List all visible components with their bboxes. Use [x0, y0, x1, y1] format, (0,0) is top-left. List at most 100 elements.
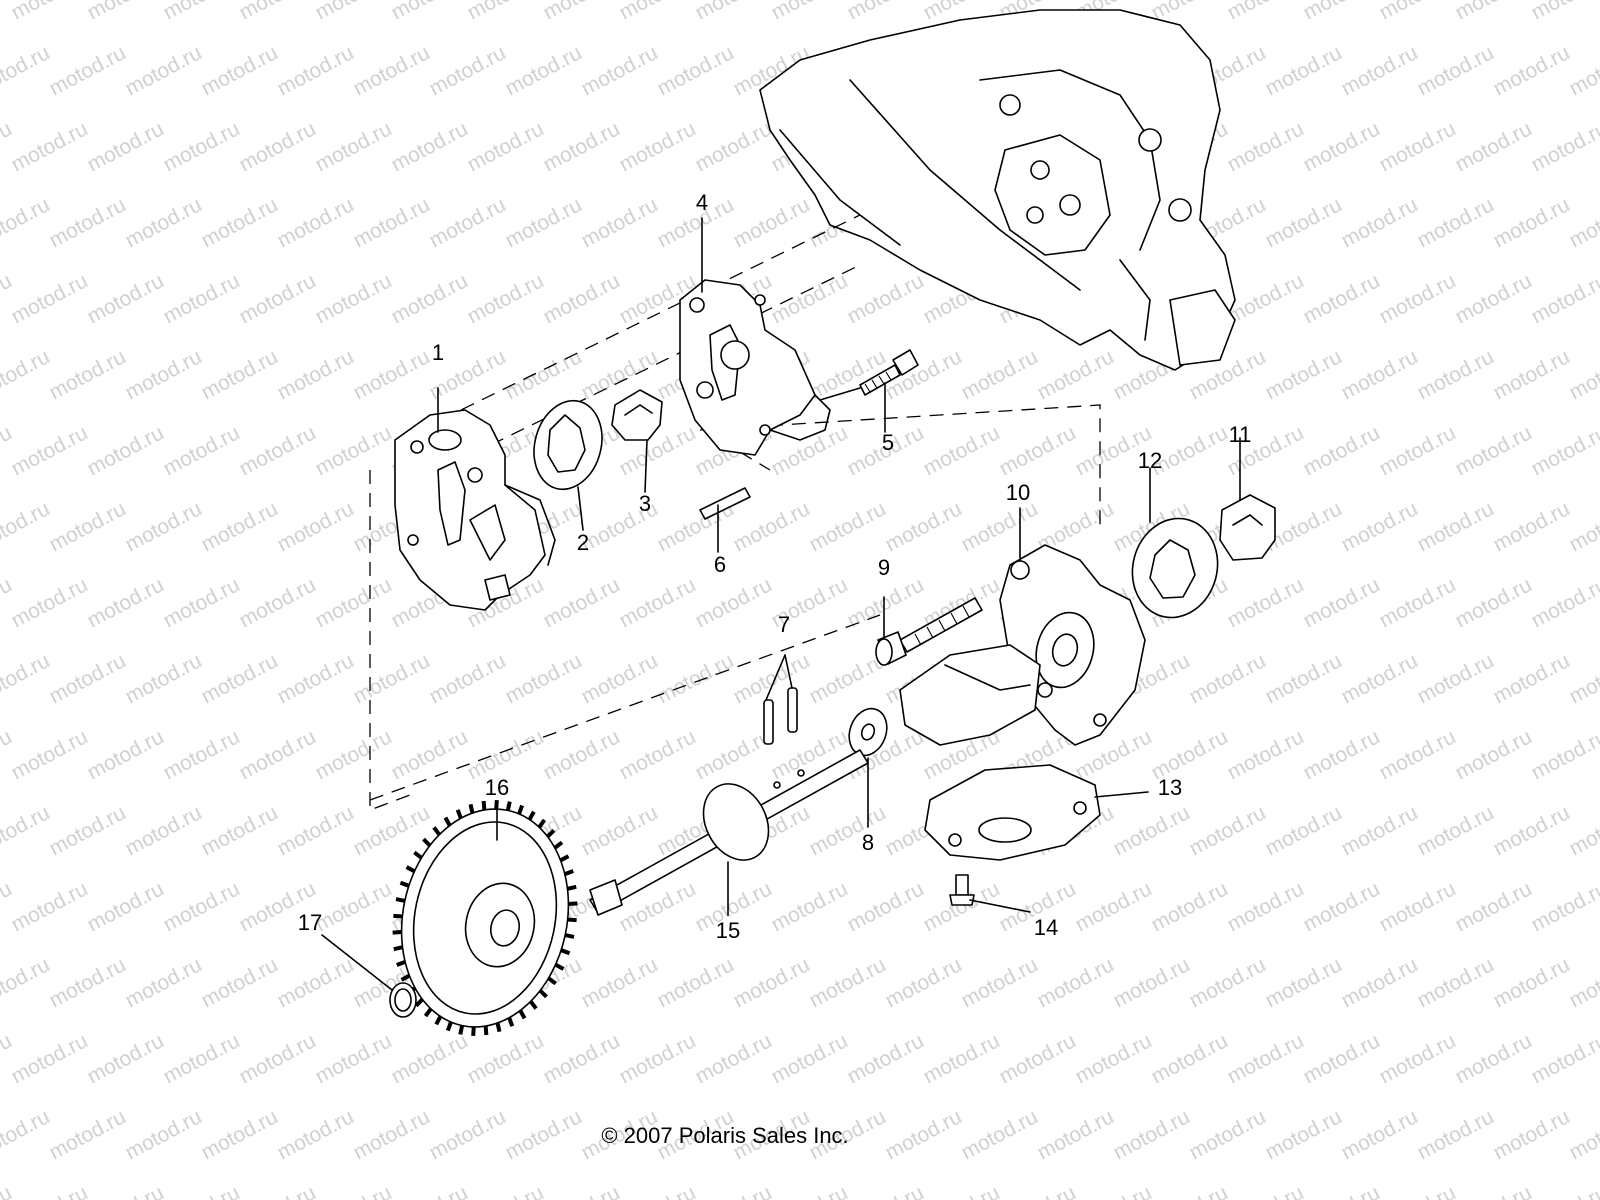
- watermark-text: motod.ru: [1338, 41, 1422, 100]
- watermark-text: motod.ru: [1376, 117, 1460, 176]
- watermark-text: motod.ru: [464, 0, 548, 24]
- watermark-text: motod.ru: [1566, 193, 1600, 252]
- watermark-text: motod.ru: [1262, 953, 1346, 1012]
- watermark-text: motod.ru: [616, 1181, 700, 1200]
- watermark-text: motod.ru: [312, 117, 396, 176]
- watermark-text: motod.ru: [160, 1029, 244, 1088]
- watermark-text: motod.ru: [1186, 1105, 1270, 1164]
- watermark-text: motod.ru: [540, 573, 624, 632]
- watermark-text: motod.ru: [1338, 953, 1422, 1012]
- gear-tooth: [567, 917, 577, 923]
- watermark-text: motod.ru: [578, 41, 662, 100]
- watermark-text: motod.ru: [312, 1029, 396, 1088]
- watermark-text: motod.ru: [388, 725, 472, 784]
- watermark-text: motod.ru: [312, 877, 396, 936]
- watermark-text: motod.ru: [1262, 801, 1346, 860]
- callout-13: 13: [1158, 775, 1182, 800]
- watermark-text: motod.ru: [84, 573, 168, 632]
- watermark-text: motod.ru: [616, 1029, 700, 1088]
- gear-tooth: [537, 818, 547, 829]
- watermark-text: motod.ru: [198, 345, 282, 404]
- watermark-text: motod.ru: [198, 801, 282, 860]
- gear-tooth: [529, 1000, 538, 1010]
- gear-tooth: [507, 1017, 515, 1027]
- gear-tooth: [432, 826, 441, 836]
- callout-17: 17: [298, 910, 322, 935]
- watermark-text: motod.ru: [122, 801, 206, 860]
- watermark-text: motod.ru: [1300, 1029, 1384, 1088]
- watermark-text: motod.ru: [122, 649, 206, 708]
- watermark-text: motod.ru: [1300, 0, 1384, 24]
- watermark-text: motod.ru: [1224, 0, 1308, 24]
- watermark-text: motod.ru: [806, 801, 890, 860]
- watermark-text: motod.ru: [236, 573, 320, 632]
- watermark-text: motod.ru: [122, 41, 206, 100]
- gear-tooth: [471, 1026, 476, 1037]
- watermark-text: motod.ru: [350, 1105, 434, 1164]
- watermark-text: motod.ru: [1528, 573, 1600, 632]
- watermark-text: motod.ru: [464, 117, 548, 176]
- part-15-pump-shaft: [589, 749, 869, 916]
- watermark-text: motod.ru: [0, 649, 54, 708]
- watermark-text: motod.ru: [274, 41, 358, 100]
- watermark-text: motod.ru: [84, 269, 168, 328]
- watermark-text: motod.ru: [1224, 117, 1308, 176]
- part-17-ring: [389, 982, 417, 1018]
- watermark-text: motod.ru: [312, 421, 396, 480]
- watermark-text: motod.ru: [46, 953, 130, 1012]
- watermark-text: motod.ru: [198, 1105, 282, 1164]
- watermark-text: motod.ru: [388, 1181, 472, 1200]
- watermark-text: motod.ru: [1072, 1181, 1156, 1200]
- watermark-text: motod.ru: [1376, 0, 1460, 24]
- gear-tooth: [560, 948, 571, 956]
- watermark-text: motod.ru: [1566, 345, 1600, 404]
- watermark-text: motod.ru: [312, 725, 396, 784]
- watermark-text: motod.ru: [1490, 345, 1574, 404]
- watermark-text: motod.ru: [1490, 1105, 1574, 1164]
- watermark-text: motod.ru: [654, 649, 738, 708]
- watermark-text: motod.ru: [198, 193, 282, 252]
- callout-3: 3: [639, 491, 651, 516]
- watermark-text: motod.ru: [1300, 725, 1384, 784]
- watermark-text: motod.ru: [160, 269, 244, 328]
- gear-tooth: [559, 854, 570, 863]
- watermark-text: motod.ru: [1528, 0, 1600, 24]
- watermark-text: motod.ru: [1452, 877, 1536, 936]
- watermark-text: motod.ru: [84, 1181, 168, 1200]
- watermark-text: motod.ru: [236, 269, 320, 328]
- watermark-text: motod.ru: [1338, 649, 1422, 708]
- watermark-text: motod.ru: [502, 1105, 586, 1164]
- watermark-text: motod.ru: [1300, 1181, 1384, 1200]
- watermark-text: motod.ru: [1034, 1105, 1118, 1164]
- watermark-text: motod.ru: [350, 801, 434, 860]
- watermark-text: motod.ru: [730, 497, 814, 556]
- watermark-text: motod.ru: [1376, 877, 1460, 936]
- watermark-text: motod.ru: [1224, 269, 1308, 328]
- callout-11: 11: [1229, 422, 1252, 447]
- gear-tooth: [393, 945, 403, 952]
- watermark-text: motod.ru: [464, 269, 548, 328]
- watermark-text: motod.ru: [1300, 269, 1384, 328]
- watermark-text: motod.ru: [502, 649, 586, 708]
- watermark-text: motod.ru: [160, 1181, 244, 1200]
- watermark-text: motod.ru: [274, 497, 358, 556]
- watermark-text: motod.ru: [1262, 41, 1346, 100]
- gear-tooth: [517, 804, 525, 815]
- watermark-text: motod.ru: [1376, 421, 1460, 480]
- watermark-text: motod.ru: [1566, 497, 1600, 556]
- watermark-text: motod.ru: [996, 421, 1080, 480]
- watermark-text: motod.ru: [616, 0, 700, 24]
- watermark-text: motod.ru: [464, 1181, 548, 1200]
- watermark-text: motod.ru: [844, 269, 928, 328]
- watermark-text: motod.ru: [46, 801, 130, 860]
- watermark-text: motod.ru: [1566, 953, 1600, 1012]
- watermark-text: motod.ru: [958, 497, 1042, 556]
- watermark-text: motod.ru: [578, 953, 662, 1012]
- watermark-text: motod.ru: [198, 41, 282, 100]
- watermark-text: motod.ru: [198, 497, 282, 556]
- watermark-text: motod.ru: [46, 497, 130, 556]
- watermark-text: motod.ru: [236, 725, 320, 784]
- watermark-text: motod.ru: [844, 0, 928, 24]
- watermark-text: motod.ru: [1224, 1181, 1308, 1200]
- callout-15: 15: [716, 918, 740, 943]
